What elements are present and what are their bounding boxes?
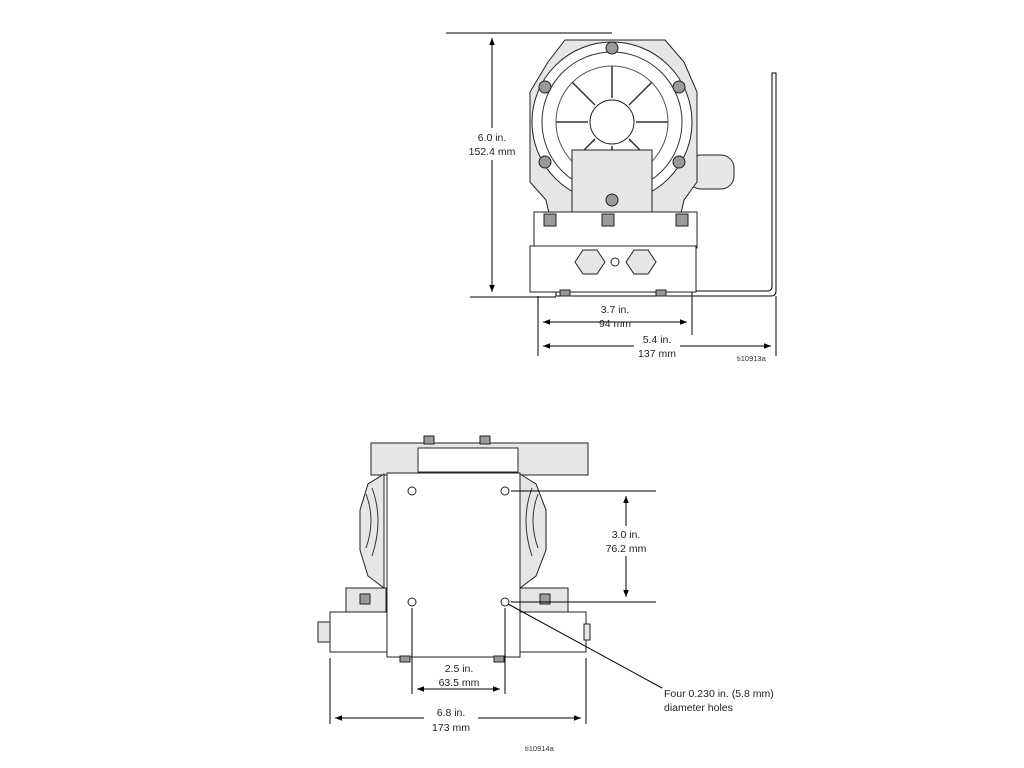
mounting-bracket — [555, 72, 777, 297]
bottom-figure-id: ti10914a — [525, 744, 555, 753]
bottom-view-pump — [317, 435, 591, 663]
overall-width-in-label: 6.8 in. — [437, 707, 466, 719]
mounting-plate — [386, 472, 521, 658]
holes-leader-line — [507, 603, 663, 689]
bottom-view-dimensions — [329, 490, 663, 724]
hole-horizontal-mm-label: 63.5 mm — [439, 677, 480, 689]
inner-width-mm-label: 94 mm — [599, 318, 631, 330]
outer-width-in-label: 5.4 in. — [643, 334, 672, 346]
overall-width-mm-label: 173 mm — [432, 722, 470, 734]
cover-bolts — [538, 41, 686, 207]
height-mm-label: 152.4 mm — [469, 146, 516, 158]
base-flange — [533, 211, 698, 249]
hole-vertical-mm-label: 76.2 mm — [606, 543, 647, 555]
inner-width-in-label: 3.7 in. — [601, 304, 630, 316]
hole-vertical-in-label: 3.0 in. — [612, 529, 641, 541]
inlet-manifold — [529, 245, 697, 293]
hole-horizontal-in-label: 2.5 in. — [445, 663, 474, 675]
holes-note-line2: diameter holes — [664, 702, 733, 714]
mounting-holes — [407, 486, 510, 607]
top-figure-id: ti10913a — [737, 354, 767, 363]
top-view-pump — [529, 39, 777, 297]
hex-ports — [574, 249, 657, 275]
left-diaphragm-cover — [359, 473, 385, 589]
holes-note-line1: Four 0.230 in. (5.8 mm) — [664, 688, 774, 700]
outer-width-mm-label: 137 mm — [638, 348, 676, 360]
height-in-label: 6.0 in. — [478, 132, 507, 144]
center-hub — [589, 99, 635, 145]
